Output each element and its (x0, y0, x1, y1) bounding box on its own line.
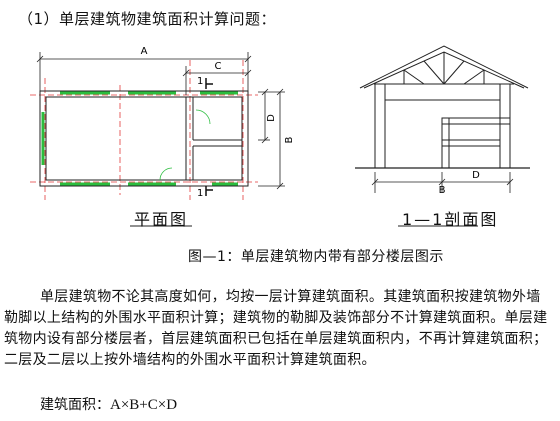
paragraph-text: 单层建筑物不论其高度如何，均按一层计算建筑面积。其建筑面积按建筑物外墙勒脚以上结… (4, 289, 548, 368)
section-dim-d-label: D (472, 170, 480, 181)
plan-axis-lines (30, 60, 258, 200)
plan-door (159, 109, 211, 181)
architectural-drawing: A C D B (30, 45, 530, 227)
area-formula: 建筑面积：A×B+C×D (40, 394, 177, 414)
section-walls (374, 83, 511, 169)
plan-caption: 平面图 (134, 210, 189, 229)
section-dim-b-label: B (439, 185, 446, 196)
dim-b-label: B (284, 136, 295, 143)
section-dimensions (371, 172, 514, 193)
plan-walls (39, 90, 249, 187)
dimension-a (36, 52, 252, 95)
formula-label: 建筑面积： (40, 397, 110, 413)
explanation-paragraph: 单层建筑物不论其高度如何，均按一层计算建筑面积。其建筑面积按建筑物外墙勒脚以上结… (4, 287, 552, 371)
dim-c-label: C (215, 61, 222, 72)
dim-d-label: D (266, 114, 277, 122)
plan-windows (41, 91, 238, 186)
section-marker-bottom: 1 (197, 188, 203, 199)
problem-heading: （1）单层建筑物建筑面积计算问题： (18, 10, 277, 28)
figure-caption: 图—1：单层建筑物内带有部分楼层图示 (188, 249, 444, 265)
floor-plan: A C D B (30, 46, 295, 200)
section-view: B D (355, 45, 530, 196)
roof-truss (359, 45, 529, 89)
dim-a-label: A (141, 46, 148, 57)
section-caption: 1—1剖面图 (402, 210, 499, 229)
formula-expression: A×B+C×D (110, 397, 178, 413)
dimension-c (182, 66, 252, 95)
section-marker-top: 1 (197, 76, 203, 87)
section-markers (205, 78, 213, 196)
dimension-d-b (258, 88, 285, 190)
